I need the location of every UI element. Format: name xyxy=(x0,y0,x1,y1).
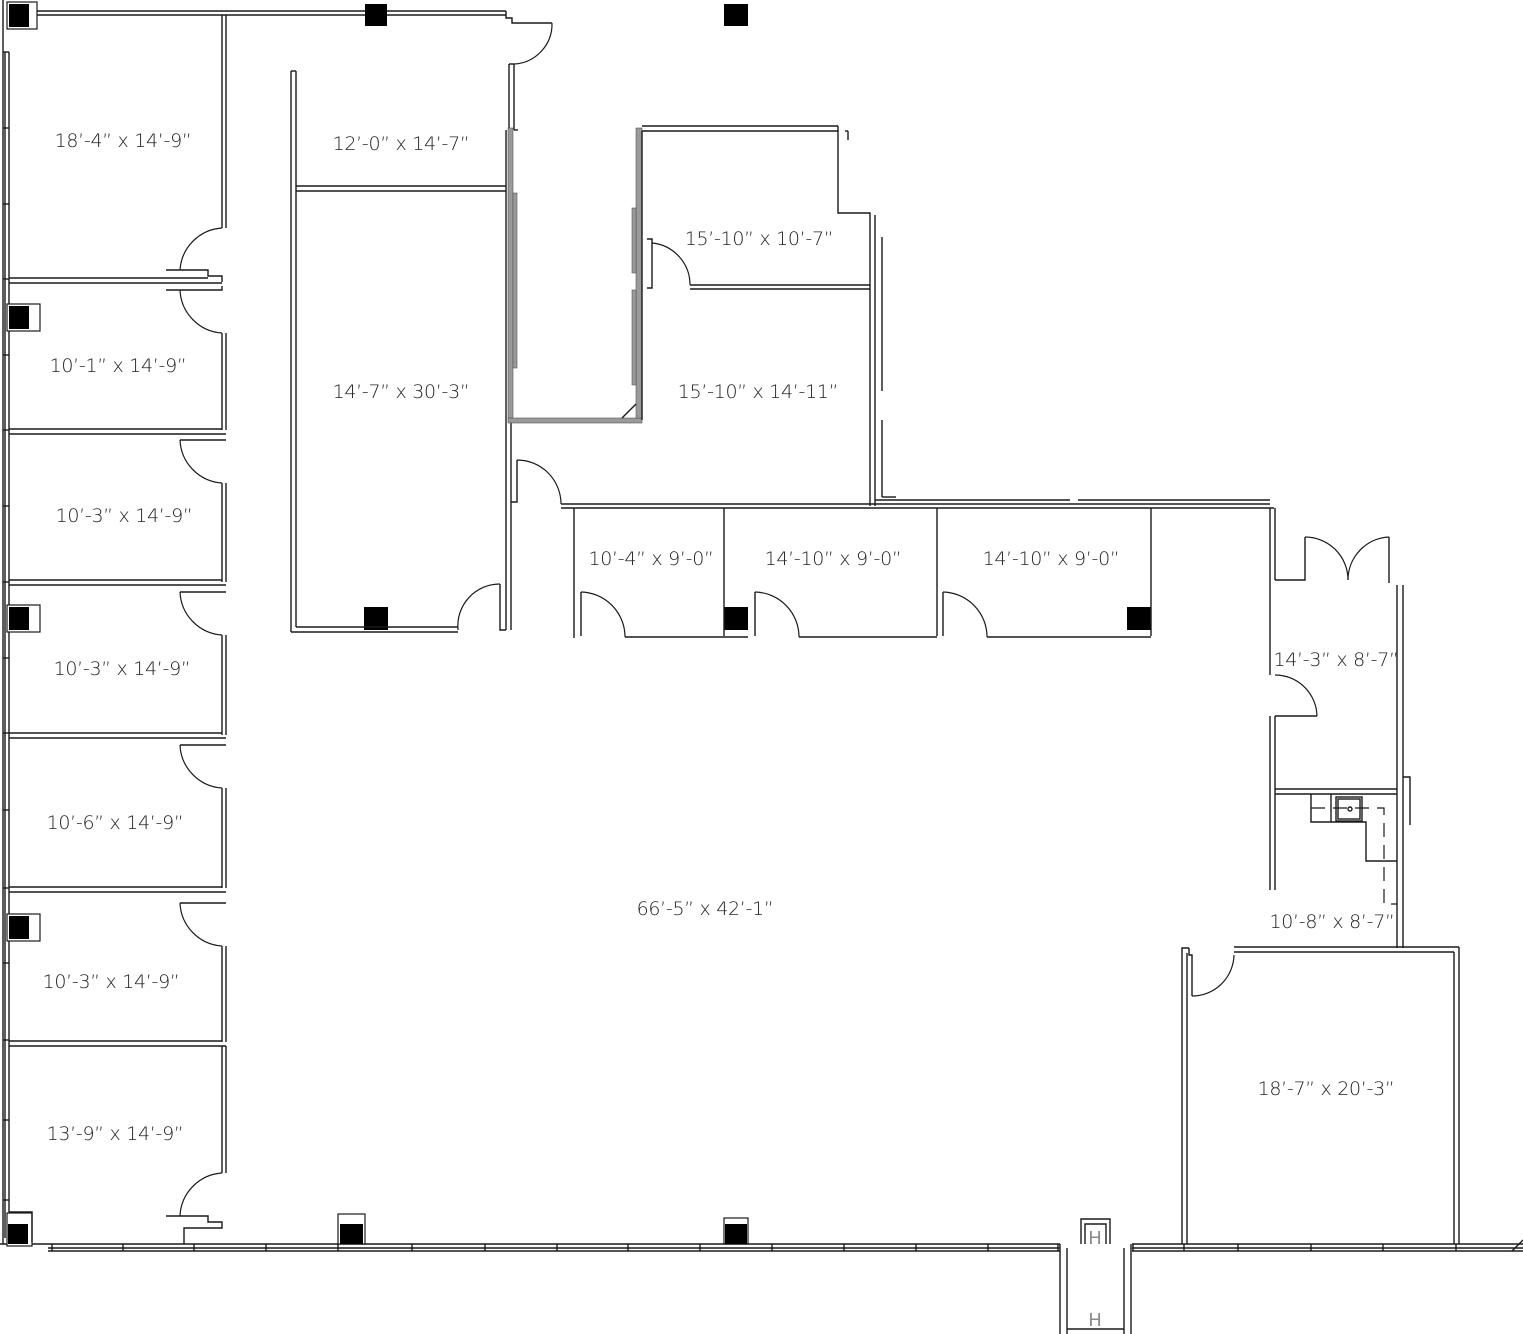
exterior-wall-top xyxy=(37,10,553,130)
upper-right-offices-walls xyxy=(641,125,1270,506)
room-label-open-area: 66’-5” x 42’-1” xyxy=(636,898,774,920)
stair-shaft: H H xyxy=(1059,1218,1132,1334)
structural-columns xyxy=(6,1,1151,1247)
room-label-office-1: 18’-4” x 14’-9” xyxy=(54,130,192,152)
room-label-office-11: 10’-4” x 9’-0” xyxy=(588,548,714,570)
glass-corridor xyxy=(507,127,643,424)
room-label-office-6: 10’-3” x 14’-9” xyxy=(55,505,193,527)
room-label-office-13: 14’-10” x 9’-0” xyxy=(982,548,1120,570)
middle-offices-walls xyxy=(511,459,1274,638)
left-office-walls xyxy=(9,15,227,1244)
right-rooms-walls xyxy=(1269,508,1411,948)
stair-mark: H xyxy=(1088,1310,1102,1331)
room-label-office-7: 10’-3” x 14’-9” xyxy=(53,658,191,680)
room-label-office-8: 10’-6” x 14’-9” xyxy=(46,812,184,834)
stair-mark: H xyxy=(1088,1228,1102,1249)
room-label-office-9: 10’-3” x 14’-9” xyxy=(42,971,180,993)
room-label-conference-corner: 18’-7” x 20’-3” xyxy=(1257,1078,1395,1100)
room-label-storage: 14’-3” x 8’-7” xyxy=(1273,649,1399,671)
room-label-conference-large: 14’-7” x 30’-3” xyxy=(332,381,470,403)
room-label-office-4: 15’-10” x 14’-11” xyxy=(677,381,839,403)
room-label-kitchen: 10’-8” x 8’-7” xyxy=(1269,911,1395,933)
room-label-office-5: 10’-1” x 14’-9” xyxy=(49,355,187,377)
corner-conference-walls xyxy=(1181,946,1460,1244)
center-rooms-walls xyxy=(290,70,512,633)
room-label-office-3: 15’-10” x 10’-7” xyxy=(684,228,834,250)
room-label-office-2: 12’-0” x 14’-7” xyxy=(332,133,470,155)
exterior-wall-bottom xyxy=(0,1239,1523,1252)
room-label-office-10: 13’-9” x 14’-9” xyxy=(46,1123,184,1145)
room-label-office-12: 14’-10” x 9’-0” xyxy=(764,548,902,570)
